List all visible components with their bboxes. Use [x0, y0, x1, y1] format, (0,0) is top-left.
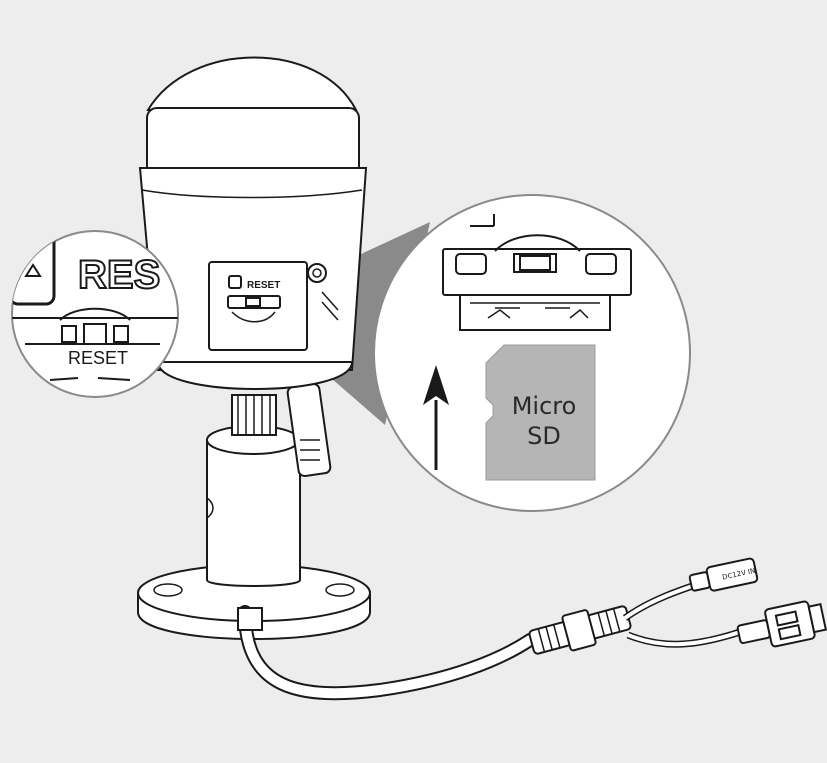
zoom-right-circle: Micro SD — [373, 194, 691, 512]
zoom-reset-large-text: RES — [78, 253, 160, 297]
card-label-line1: Micro — [512, 392, 577, 420]
zoom-left-circle: RES RESET — [11, 230, 179, 398]
microsd-card-icon: Micro SD — [485, 344, 596, 481]
power-jack-icon: DC12V IN — [688, 557, 759, 592]
reset-lock-icon — [228, 275, 242, 289]
mount-pole — [206, 394, 301, 587]
camera-screw — [307, 263, 327, 283]
base-plate — [137, 564, 371, 640]
rj45-plug-icon — [736, 600, 827, 648]
main-cable — [237, 605, 537, 701]
antenna — [286, 382, 332, 478]
arrow-up-icon — [423, 365, 449, 470]
camera-body: RESET — [138, 56, 368, 390]
card-label-line2: SD — [527, 422, 561, 450]
camera-reset-label: RESET — [247, 280, 280, 291]
zoom-reset-small-text: RESET — [68, 348, 128, 368]
cable-splitter — [528, 576, 742, 655]
